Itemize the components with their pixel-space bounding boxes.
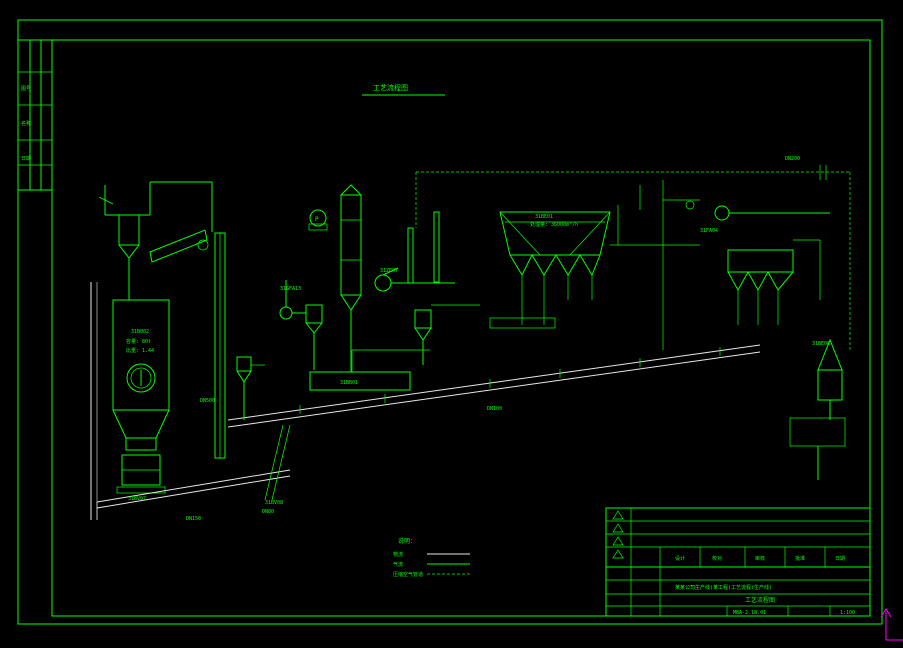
ucs-axis-marker xyxy=(880,608,903,641)
mid-cyclone xyxy=(236,356,265,420)
side-strip-label-2: 名称 xyxy=(21,120,31,127)
pipe-tag-dn500: DN500 xyxy=(200,398,215,404)
pipe-tag-dn100: DN100 xyxy=(487,406,502,412)
inner-border xyxy=(51,39,871,617)
main-fan: 31ZE07 xyxy=(374,267,410,292)
legend: 说明： 物流 气流 压缩空气管道 xyxy=(393,537,470,578)
right-fan: 31FA04 xyxy=(685,200,830,234)
title-block-approver: 批准 xyxy=(795,555,805,562)
collector-capacity: 处理量: 36000m³/h xyxy=(530,221,578,228)
legend-item-material: 物流 xyxy=(393,551,403,558)
sheet-name: 工艺流程图 xyxy=(745,596,775,604)
cooler-unit: 31BB01 xyxy=(309,349,430,391)
outer-border xyxy=(17,19,883,625)
legend-title: 说明： xyxy=(398,537,416,545)
bottom-right-loop xyxy=(789,417,846,447)
left-fan-tag: 31GFA13 xyxy=(280,286,301,292)
bottom-conveyor xyxy=(96,469,291,503)
silo-tag: 31B002 xyxy=(131,329,149,335)
title-block-reviewer: 审核 xyxy=(755,555,765,562)
title-block: 设计 校对 审核 批准 日期 某某公司生产线(某工程)工艺流程(生产线) 工艺流… xyxy=(605,507,871,617)
main-silo: 31B002 容量: 80t 比重: 1.44 xyxy=(112,299,170,494)
valve-tag-a: 31BV07 xyxy=(128,496,146,502)
right-fan-tag: 31FA04 xyxy=(700,228,718,234)
collector-tag: 31BE01 xyxy=(535,214,553,220)
right-tank: 31BE08 xyxy=(812,338,843,420)
project-name: 某某公司生产线(某工程)工艺流程(生产线) xyxy=(675,584,772,591)
main-pipeline xyxy=(227,344,761,421)
drawing-scale: 1:100 xyxy=(840,610,855,616)
top-left-filter xyxy=(98,181,213,300)
valve-tag-b: 31BV08 xyxy=(265,500,283,506)
side-strip-label-1: 图号 xyxy=(21,86,31,92)
pipe-tag-dn80: DN80 xyxy=(262,509,274,515)
drawing-number: MBA-2.18.01 xyxy=(733,610,766,616)
side-strip-label-3: 日期 xyxy=(21,156,31,162)
left-fan-group: 31GFA13 xyxy=(279,280,323,370)
side-strip: 图号 名称 日期 xyxy=(18,39,52,191)
tower xyxy=(340,184,362,372)
drawing-title: 工艺流程图 xyxy=(373,83,408,92)
dust-collector: 31BE01 处理量: 36000m³/h xyxy=(489,211,611,329)
title-block-checker: 校对 xyxy=(712,555,722,562)
title-block-date: 日期 xyxy=(835,556,845,562)
title-block-designer: 设计 xyxy=(675,555,685,562)
pipeline-valve-marks xyxy=(299,347,721,414)
pump-label: P xyxy=(315,216,319,223)
legend-item-compressed-air: 压缩空气管道 xyxy=(393,571,423,578)
pipe-tag-dn200: DN200 xyxy=(785,156,800,162)
pipe-tag-dn150: DN150 xyxy=(186,516,201,522)
pump-p: P xyxy=(308,209,328,231)
silo-density: 比重: 1.44 xyxy=(126,347,154,354)
chimney-stacks xyxy=(407,211,455,284)
right-tank-tag: 31BE08 xyxy=(812,341,830,347)
cooler-tag: 31BB01 xyxy=(340,380,358,386)
legend-item-air: 气流 xyxy=(393,561,403,568)
silo-capacity: 容量: 80t xyxy=(126,338,151,345)
right-bin-block xyxy=(727,239,821,325)
main-fan-tag: 31ZE07 xyxy=(380,268,398,274)
small-separator xyxy=(414,304,480,365)
